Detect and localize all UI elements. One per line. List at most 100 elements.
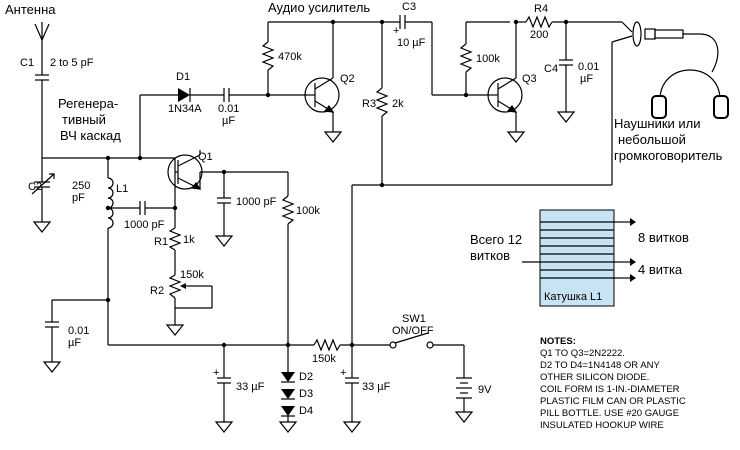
diode-stack-d2-d4 — [281, 372, 295, 417]
polarity-plus: + — [213, 367, 219, 379]
r470k-value: 470k — [278, 51, 302, 63]
c-bypass-value-2: µF — [68, 337, 81, 349]
battery-9v — [456, 377, 472, 399]
ground-symbol — [454, 411, 474, 423]
r1-value: 1k — [183, 234, 195, 246]
total-turns-label-2: витков — [470, 248, 510, 263]
c2-label: C2 — [28, 181, 42, 193]
r4-label: R4 — [534, 3, 548, 15]
r3-value: 2k — [392, 98, 404, 110]
notes-line-7: INSULATED HOOKUP WIRE — [540, 420, 664, 431]
ground-symbol — [556, 111, 576, 123]
capacitor-c3 — [399, 15, 406, 29]
transistor-q1 — [167, 154, 203, 190]
sw1-value: ON/OFF — [392, 325, 434, 337]
d1-value: 1N34A — [168, 103, 202, 115]
notes-title: NOTES: — [540, 336, 576, 347]
capacitor-coupling-001 — [223, 88, 230, 102]
c4-label: C4 — [544, 63, 558, 75]
headphone-cable — [699, 33, 719, 73]
q1-label: Q1 — [198, 151, 213, 163]
battery-value: 9V — [478, 384, 492, 396]
resistor-r1 — [168, 227, 182, 251]
q3-label: Q3 — [522, 73, 537, 85]
l1-label: L1 — [116, 183, 128, 195]
resistor-470k — [261, 41, 275, 71]
turns-4-label: 4 витка — [638, 262, 683, 277]
d4-label: D4 — [299, 405, 313, 417]
potentiometer-wiper — [175, 283, 213, 309]
r4-value: 200 — [530, 29, 548, 41]
c33-b-value: 33 µF — [362, 381, 391, 393]
turns-8-label: 8 витков — [638, 230, 689, 245]
c1-value: 2 to 5 pF — [50, 57, 94, 69]
coil-label: Катушка L1 — [544, 291, 602, 303]
ground-symbol — [32, 221, 52, 233]
resistor-150k — [313, 338, 341, 352]
sw1-label: SW1 — [402, 313, 426, 325]
r150k-value: 150k — [312, 353, 336, 365]
resistor-100k-q1 — [281, 195, 295, 225]
q2-label: Q2 — [340, 73, 355, 85]
coil-l1-illustration — [539, 209, 615, 307]
resistor-r3 — [375, 87, 389, 117]
coil-arrows — [522, 218, 636, 282]
c2-value-2: pF — [72, 192, 85, 204]
ground-symbol — [42, 361, 62, 373]
capacitor-c1 — [35, 74, 49, 81]
notes-line-1: Q1 TO Q3=2N2222. — [540, 348, 625, 359]
r2-label: R2 — [150, 285, 164, 297]
c4-value-1: 0.01 — [578, 61, 599, 73]
notes-line-4: COIL FORM IS 1-IN.-DIAMETER — [540, 384, 680, 395]
c1-label: C1 — [20, 57, 34, 69]
resistor-r4 — [525, 15, 553, 29]
ground-symbol — [278, 421, 298, 433]
r100k-q1-value: 100k — [296, 205, 320, 217]
c3-label: C3 — [402, 1, 416, 13]
total-turns-label-1: Всего 12 — [470, 232, 522, 247]
ground-symbol — [506, 131, 526, 143]
capacitor-1000pf-bypass — [217, 197, 231, 204]
junction-dot — [330, 19, 336, 25]
notes-line-2: D2 TO D4=1N4148 OR ANY — [540, 360, 660, 371]
r100k-q3-value: 100k — [476, 53, 500, 65]
headphones-icon — [651, 69, 729, 119]
capacitor-c4 — [559, 59, 573, 66]
c1000pf-a-value: 1000 pF — [124, 219, 165, 231]
c1000pf-b-value: 1000 pF — [236, 196, 277, 208]
notes-line-5: PLASTIC FILM CAN OR PLASTIC — [540, 396, 686, 407]
c-coupling-value-1: 0.01 — [218, 103, 239, 115]
ground-symbol — [323, 131, 343, 143]
headphones-label-2: небольшой — [618, 132, 686, 147]
c3-value: 10 µF — [397, 37, 426, 49]
rf-stage-label-2: тивный — [62, 112, 106, 127]
notes-line-6: PILL BOTTLE. USE #20 GAUGE — [540, 408, 679, 419]
antenna-symbol — [34, 22, 50, 41]
capacitor-1000pf-feedback — [139, 201, 146, 215]
ground-symbol — [342, 421, 362, 433]
capacitor-bypass-001 — [45, 321, 59, 328]
c2-value-1: 250 — [72, 180, 90, 192]
ground-symbol — [214, 235, 234, 247]
r1-label: R1 — [154, 236, 168, 248]
d2-label: D2 — [299, 371, 313, 383]
ground-symbol — [214, 421, 234, 433]
resistor-100k-q3 — [459, 43, 473, 73]
r2-value: 150k — [180, 269, 204, 281]
d1-label: D1 — [176, 71, 190, 83]
c33-a-value: 33 µF — [236, 381, 265, 393]
ground-symbol — [165, 324, 185, 336]
diode-d1 — [178, 88, 191, 102]
headphones-label-3: громкоговоритель — [614, 148, 723, 163]
polarity-plus: + — [340, 367, 346, 379]
c4-value-2: µF — [580, 73, 593, 85]
capacitor-33uf-b — [345, 377, 359, 384]
antenna-label: Антенна — [5, 2, 56, 17]
c-coupling-value-2: µF — [222, 115, 235, 127]
rf-stage-label-1: Регенера- — [58, 96, 118, 111]
polarity-plus: + — [393, 25, 399, 37]
phone-jack — [611, 21, 700, 47]
c-bypass-value-1: 0.01 — [68, 325, 89, 337]
inductor-l1 — [107, 177, 114, 229]
